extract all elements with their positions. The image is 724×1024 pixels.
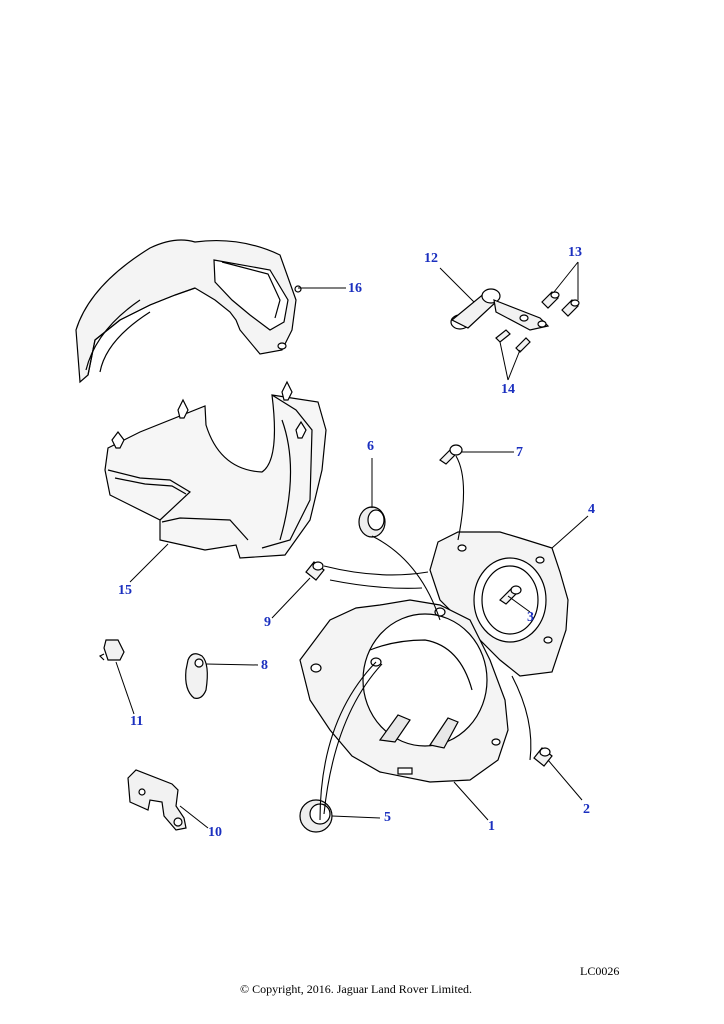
callout-12[interactable]: 12	[424, 251, 438, 266]
part-14-bolts	[495, 329, 531, 353]
callout-9[interactable]: 9	[264, 615, 271, 630]
part-7-bolt	[439, 444, 463, 465]
callout-10[interactable]: 10	[208, 825, 222, 840]
part-16-upper-cover	[75, 239, 302, 384]
callout-1[interactable]: 1	[488, 819, 495, 834]
callout-8[interactable]: 8	[261, 658, 268, 673]
leader-lines	[115, 261, 589, 829]
diagram-reference-code: LC0026	[580, 964, 620, 978]
part-1-bellhousing	[299, 599, 509, 783]
copyright-notice: © Copyright, 2016. Jaguar Land Rover Lim…	[239, 982, 473, 996]
part-8-clip	[185, 653, 208, 699]
callout-15[interactable]: 15	[118, 583, 132, 598]
callout-3[interactable]: 3	[527, 610, 534, 625]
part-12-lever	[450, 288, 550, 331]
callout-4[interactable]: 4	[588, 502, 595, 517]
assembly-lines	[319, 455, 532, 821]
callout-16[interactable]: 16	[348, 281, 362, 296]
callout-14[interactable]: 14	[501, 382, 515, 397]
callout-5[interactable]: 5	[384, 810, 391, 825]
callout-11[interactable]: 11	[130, 714, 144, 729]
part-9-dowel	[305, 561, 325, 581]
callout-7[interactable]: 7	[516, 445, 523, 460]
part-10-bracket	[127, 769, 187, 831]
part-2-dowel	[533, 747, 553, 767]
callout-2[interactable]: 2	[583, 802, 590, 817]
part-13-bushes	[541, 291, 580, 317]
part-15-lower-cover	[104, 380, 327, 559]
part-5-seal	[299, 799, 333, 833]
part-3-bolt	[499, 585, 522, 605]
callout-13[interactable]: 13	[568, 245, 582, 260]
part-4-adaptor-plate	[429, 531, 569, 677]
callout-6[interactable]: 6	[367, 439, 374, 454]
part-11-clip	[98, 639, 125, 661]
part-6-seal	[358, 506, 386, 538]
